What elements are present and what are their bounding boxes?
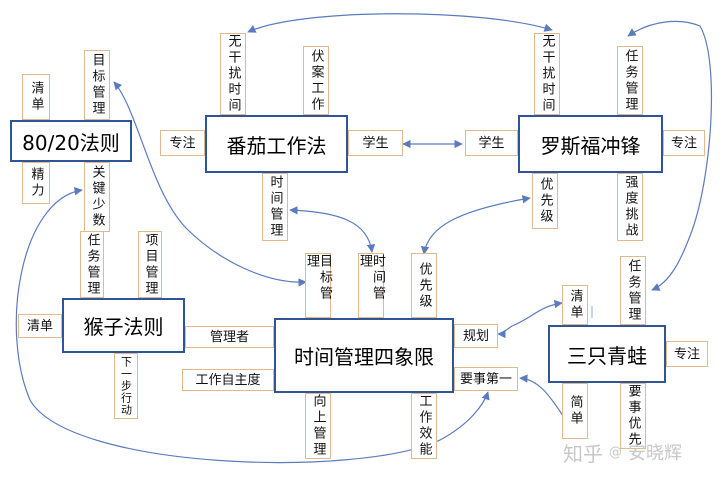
tag-simple: 简单 xyxy=(562,383,588,439)
tag-no-disturb-time: 无干扰时间 xyxy=(534,33,560,115)
tag-key-few: 关键少数 xyxy=(84,162,110,232)
tag-manager: 管理者 xyxy=(185,326,274,348)
arrow-task-link xyxy=(627,20,713,291)
tag-priority: 优先级 xyxy=(411,253,437,318)
node-pomodoro: 番茄工作法 xyxy=(205,115,348,173)
tag-work-efficiency: 工作效能 xyxy=(411,393,437,459)
zhihu-watermark: 知乎 @ 安晓辉 xyxy=(563,437,708,467)
tag-energy: 精力 xyxy=(22,162,50,204)
node-time-quadrant: 时间管理四象限 xyxy=(274,318,454,393)
watermark-at: @ xyxy=(609,444,622,460)
tag-time-management: 时间管理 xyxy=(262,173,288,241)
tag-list: 清单 xyxy=(22,74,50,120)
tag-student: 学生 xyxy=(465,130,518,156)
tag-time-management: 时间管理 xyxy=(357,253,385,318)
tag-desk-work: 伏案工作 xyxy=(303,46,329,115)
tag-priority-first: 要事优先 xyxy=(620,383,646,449)
tag-no-disturb-time: 无干扰时间 xyxy=(220,33,246,115)
tag-intensity-challenge: 强度挑战 xyxy=(617,173,643,241)
tag-project-management: 项目管理 xyxy=(138,231,162,298)
tag-priority: 优先级 xyxy=(532,173,558,229)
node-80-20-law: 80/20法则 xyxy=(10,120,132,162)
tag-list: 清单 xyxy=(562,285,588,325)
tag-upward-management: 向上管理 xyxy=(305,393,331,459)
tag-focus: 专注 xyxy=(663,130,705,156)
tag-focus: 专注 xyxy=(666,341,708,367)
tag-next-step-action: 下一步行动 xyxy=(114,353,138,419)
tag-goal-management: 目标管理 xyxy=(84,50,110,120)
tag-planning: 规划 xyxy=(454,324,498,348)
watermark-site: 知乎 xyxy=(563,441,603,466)
watermark-author: 安晓辉 xyxy=(628,443,682,464)
node-rosefu-charge: 罗斯福冲锋 xyxy=(518,115,663,173)
node-three-frogs: 三只青蛙 xyxy=(548,325,666,383)
arrow-keyfew-loop xyxy=(15,187,490,464)
tag-work-autonomy: 工作自主度 xyxy=(182,369,274,391)
tag-goal-management: 目标管理 xyxy=(304,253,332,318)
tag-student: 学生 xyxy=(348,130,403,156)
tag-task-management: 任务管理 xyxy=(617,46,643,115)
arrow-list-link xyxy=(497,299,563,339)
node-monkey-law: 猴子法则 xyxy=(62,298,185,353)
tag-focus: 专注 xyxy=(160,130,205,156)
arrow-priority-link xyxy=(420,195,531,255)
tag-task-management: 任务管理 xyxy=(620,256,646,325)
tag-list: 清单 xyxy=(18,314,62,338)
arrow-nodisturb-link xyxy=(247,13,553,33)
tag-task-management: 任务管理 xyxy=(80,231,104,298)
arrow-timemgmt-link xyxy=(289,206,376,253)
tag-first-things-first: 要事第一 xyxy=(454,367,518,391)
